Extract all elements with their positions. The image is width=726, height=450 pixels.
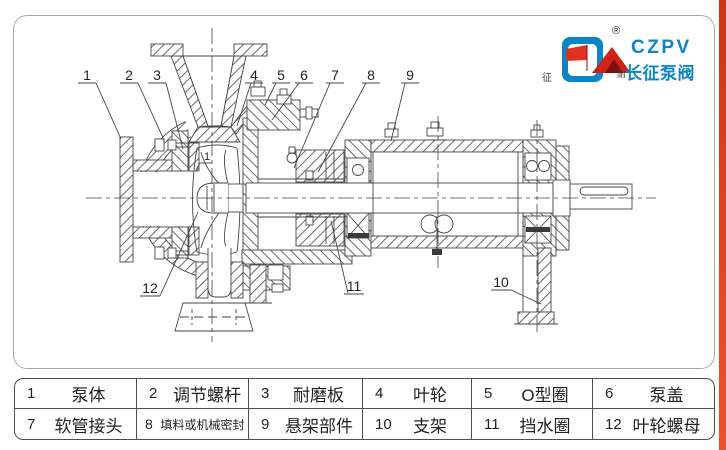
callout-8: 8 [367, 67, 375, 83]
table-cell: 2 调节螺杆 [137, 379, 249, 409]
table-cell: 11 挡水圈 [472, 409, 593, 439]
callout-6: 6 [300, 67, 308, 83]
part-name: 泵盖 [649, 386, 684, 405]
table-cell: 4 叶轮 [363, 379, 472, 409]
table-cell: 8 填料或机械密封 [137, 409, 249, 439]
callout-4: 4 [250, 67, 258, 83]
table-cell: 10 支架 [363, 409, 472, 439]
part-num: 7 [27, 415, 36, 433]
callout-11: 11 [347, 278, 362, 294]
part-num: 9 [261, 415, 270, 433]
table-cell: 7 软管接头 [15, 409, 137, 439]
callout-2: 2 [125, 67, 133, 83]
part-name: 悬架部件 [285, 416, 353, 436]
logo-flag [566, 45, 587, 61]
part-name: 填料或机械密封 [160, 417, 245, 432]
table-cell: 12 叶轮螺母 [593, 409, 714, 439]
callout-9: 9 [406, 67, 414, 83]
part-num: 3 [261, 385, 270, 402]
part-num: 10 [375, 415, 392, 433]
table-cell: 5 O型圈 [472, 379, 593, 409]
callout-1: 1 [83, 67, 91, 83]
part-num: 8 [145, 416, 153, 432]
part-name: 支架 [413, 416, 447, 436]
brand-logo: ® CZPV 长征泵阀 征 耐 [540, 24, 715, 84]
callout-10: 10 [493, 274, 509, 290]
part-name: 叶轮螺母 [632, 416, 701, 436]
brand-seal-right: 耐 [617, 69, 627, 79]
part-num: 6 [605, 385, 614, 402]
part-num: 4 [375, 385, 384, 402]
part-name: O型圈 [521, 386, 569, 405]
callout-12: 12 [142, 280, 158, 296]
part-name: 叶轮 [413, 386, 447, 405]
brand-seal-left: 征 [542, 73, 552, 84]
logo-mountain [592, 47, 631, 73]
table-cell: 9 悬架部件 [249, 409, 363, 439]
part-name: 泵体 [71, 386, 106, 405]
registered-mark: ® [612, 25, 621, 37]
part-num: 5 [484, 385, 493, 402]
part-num: 2 [149, 385, 158, 402]
brand-abbr: CZPV [631, 37, 692, 58]
brand-name: 长征泵阀 [625, 64, 695, 83]
part-num: 12 [605, 415, 622, 433]
part-name: 软管接头 [54, 416, 123, 436]
part-name: 挡水圈 [519, 416, 571, 436]
part-num: 11 [484, 415, 500, 433]
right-edge-strip [719, 0, 726, 450]
part-name: 耐磨板 [293, 386, 344, 405]
part-num: 1 [27, 385, 36, 402]
callout-5: 5 [277, 67, 285, 83]
table-cell: 6 泵盖 [593, 379, 714, 409]
part-name: 调节螺杆 [173, 386, 241, 405]
callout-3: 3 [153, 67, 161, 83]
table-cell: 3 耐磨板 [249, 379, 363, 409]
parts-table: 1 泵体 2 调节螺杆 3 耐磨板 4 叶轮 5 O型圈 6 泵盖 7 软管接头 8 填料或机械… [14, 378, 715, 440]
callout-7: 7 [331, 67, 339, 83]
callout-inner-1: 1 [204, 151, 210, 163]
table-cell: 1 泵体 [15, 379, 137, 409]
brand-logo-mark [562, 37, 631, 82]
